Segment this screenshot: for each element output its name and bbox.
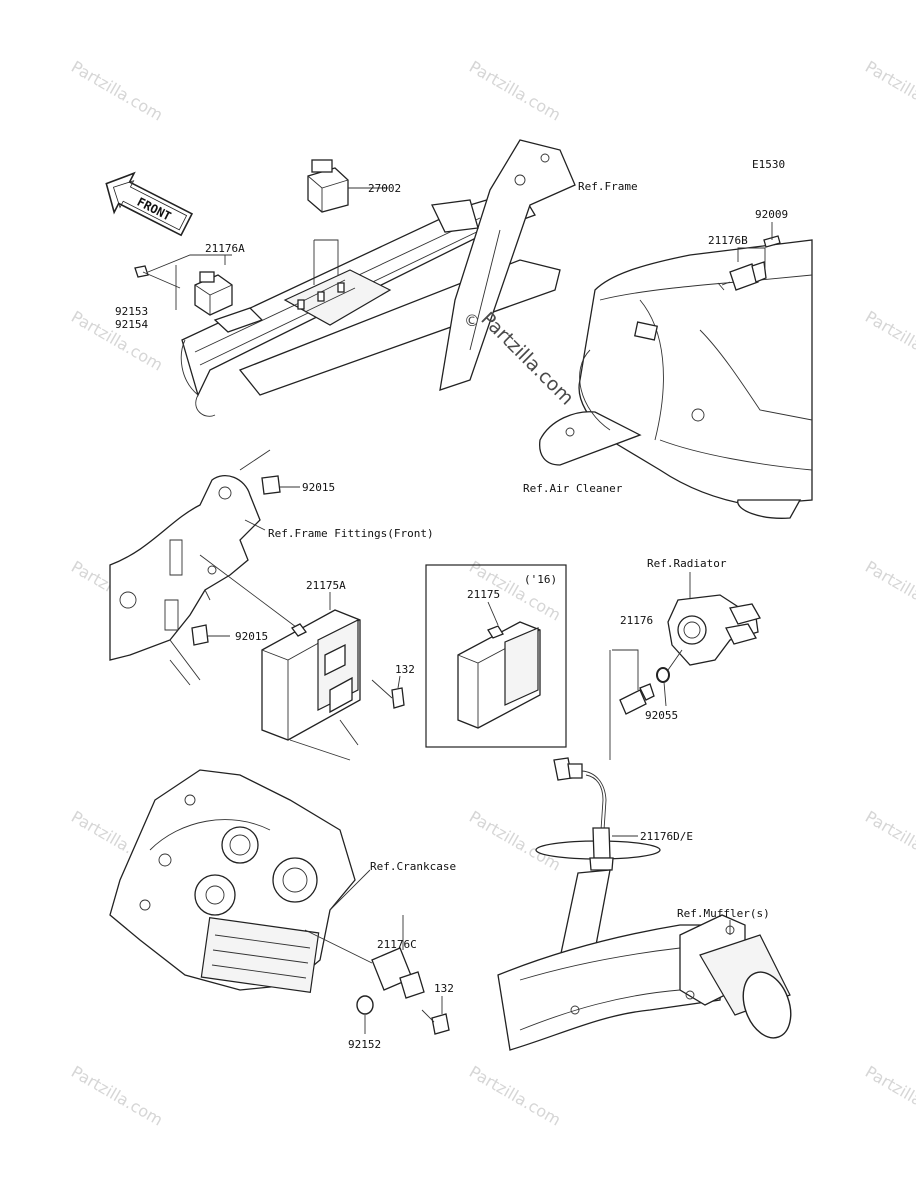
watermark: Partzilla.com: [68, 1062, 166, 1130]
ecu-21175-variant-box: [425, 564, 567, 748]
bolt-132-top: [371, 675, 405, 709]
sensor-21176A: [194, 271, 233, 316]
front-direction-arrow: FRONT: [105, 171, 194, 237]
label-21176DE: 21176D/E: [640, 830, 693, 843]
watermark: Partzilla.com: [862, 557, 916, 625]
radiator-section: [609, 572, 761, 760]
relay-27002: [307, 159, 349, 213]
washer-92152: [356, 995, 374, 1034]
label-132-bottom: 132: [434, 982, 454, 995]
label-92009: 92009: [755, 208, 788, 221]
label-ref-muffler: Ref.Muffler(s): [677, 907, 770, 920]
crankcase-section: [109, 769, 373, 994]
label-92015-bottom: 92015: [235, 630, 268, 643]
watermark: Partzilla.com: [466, 807, 564, 875]
labels: E1530 27002 Ref.Frame 92009 21176B 21176…: [115, 158, 788, 1051]
label-ref-frame: Ref.Frame: [578, 180, 638, 193]
bolt-92153: [134, 265, 181, 289]
diagram-code: E1530: [752, 158, 785, 171]
label-92152: 92152: [348, 1038, 381, 1051]
watermark: Partzilla.com: [862, 57, 916, 125]
label-year-note: ('16): [524, 573, 557, 586]
label-21176A: 21176A: [205, 242, 245, 255]
label-132-top: 132: [395, 663, 415, 676]
label-ref-frame-fittings: Ref.Frame Fittings(Front): [268, 527, 434, 540]
watermark: Partzilla.com: [466, 57, 564, 125]
watermark: Partzilla.com: [862, 307, 916, 375]
label-21176B: 21176B: [708, 234, 748, 247]
label-92055: 92055: [645, 709, 678, 722]
sensor-21176C: [371, 915, 425, 999]
label-ref-air-cleaner: Ref.Air Cleaner: [523, 482, 623, 495]
exhaust-section: [497, 757, 792, 1051]
sensor-21176B: [717, 247, 767, 291]
bolt-132-bottom: [421, 996, 450, 1035]
ecu-21175A: [261, 592, 361, 761]
frame-section: [134, 139, 576, 417]
label-21176C: 21176C: [377, 938, 417, 951]
label-21175A: 21175A: [306, 579, 346, 592]
label-21176: 21176: [620, 614, 653, 627]
label-92015-top: 92015: [302, 481, 335, 494]
watermark: Partzilla.com: [862, 807, 916, 875]
label-21175: 21175: [467, 588, 500, 601]
air-cleaner-section: [539, 239, 813, 519]
copyright-mark: ©: [464, 311, 480, 330]
label-92153: 92153: [115, 305, 148, 318]
label-ref-radiator: Ref.Radiator: [647, 557, 727, 570]
watermark: Partzilla.com: [68, 57, 166, 125]
label-27002: 27002: [368, 182, 401, 195]
label-ref-crankcase: Ref.Crankcase: [370, 860, 456, 873]
frame-fittings-section: [109, 449, 301, 686]
center-watermark: Partzilla.com: [476, 308, 578, 410]
watermark: Partzilla.com: [862, 1062, 916, 1130]
label-92154: 92154: [115, 318, 148, 331]
screw-92009: [763, 222, 781, 248]
watermark: Partzilla.com: [466, 1062, 564, 1130]
